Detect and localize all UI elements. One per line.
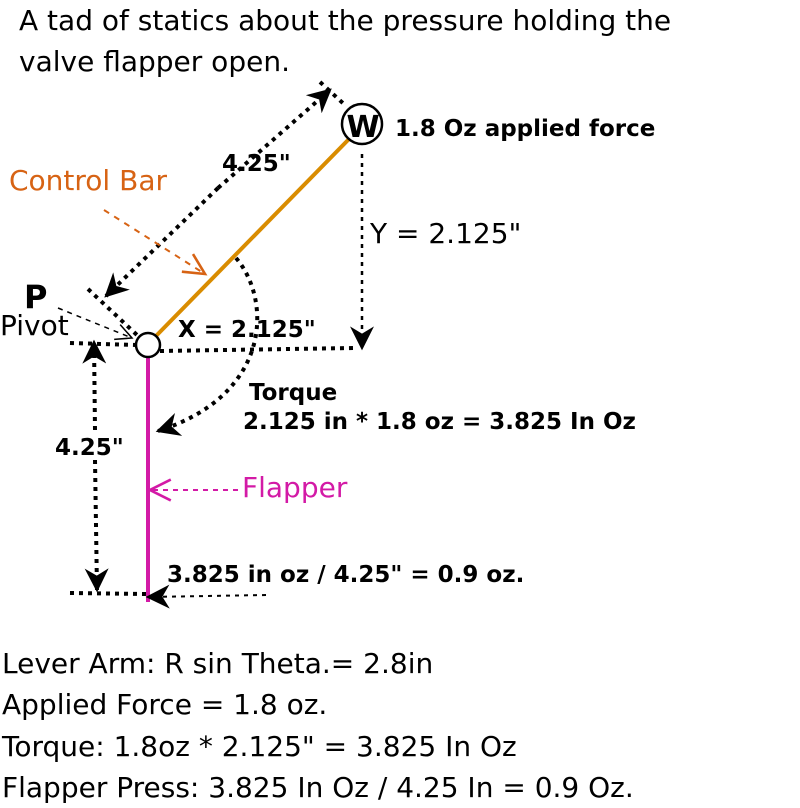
title-line-2: valve flapper open. [19, 45, 290, 78]
control-bar-pointer [103, 209, 205, 274]
x-distance-label: X = 2.125" [178, 317, 316, 343]
torque-arc [155, 256, 260, 436]
title-line-1: A tad of statics about the pressure hold… [19, 4, 671, 37]
pivot-pointer [57, 307, 134, 341]
top-distance-label: 4.25" [222, 151, 291, 177]
left-distance-line-down [84, 459, 109, 593]
top-extension-line [318, 80, 348, 108]
pivot-extension-line [86, 287, 139, 337]
left-distance-label: 4.25" [55, 435, 124, 461]
summary-line-2: Applied Force = 1.8 oz. [2, 688, 327, 721]
x-distance-line [159, 346, 355, 353]
control-bar-label: Control Bar [9, 164, 167, 197]
weight-letter: W [346, 110, 379, 145]
left-distance-line-up [82, 339, 107, 431]
flapper-label: Flapper [242, 471, 348, 504]
control-bar [153, 136, 352, 339]
torque-title: Torque [249, 380, 337, 406]
applied-force-label: 1.8 Oz applied force [395, 116, 655, 142]
top-distance-line-lower [104, 186, 220, 298]
pressure-arrow [145, 584, 267, 609]
pivot-horizontal-left [69, 341, 137, 347]
bottom-left-line [69, 591, 147, 596]
weight-circle [340, 102, 384, 146]
summary-line-3: Torque: 1.8oz * 2.125" = 3.825 In Oz [1, 730, 517, 763]
pivot-circle [134, 331, 162, 359]
pressure-calc: 3.825 in oz / 4.25" = 0.9 oz. [167, 562, 524, 588]
top-distance-line [216, 88, 332, 190]
pivot-letter: P [24, 278, 47, 316]
summary-line-1: Lever Arm: R sin Theta.= 2.8in [2, 647, 433, 680]
summary-line-4: Flapper Press: 3.825 In Oz / 4.25 In = 0… [2, 771, 634, 804]
pivot-label: Pivot [0, 309, 69, 342]
torque-calc: 2.125 in * 1.8 oz = 3.825 In Oz [243, 409, 636, 435]
y-distance-label: Y = 2.125" [369, 217, 521, 250]
